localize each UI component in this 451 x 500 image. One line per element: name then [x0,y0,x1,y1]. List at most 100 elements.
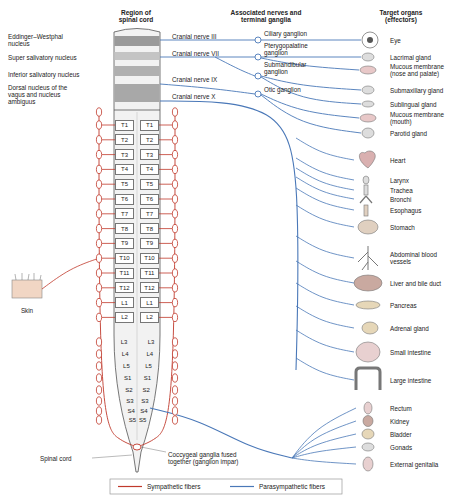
chain-ganglion [96,362,101,370]
organ-label: Liver and bile duct [390,280,451,287]
segment-name: L2 [121,314,128,320]
chain-ganglion [172,108,177,116]
segment-box: T4 [140,164,159,175]
sympathetic-fiber [159,258,172,259]
organ-label: Mucous membrane (nose and palate) [390,63,451,77]
kidney-icon [363,416,373,427]
rectum-icon [364,402,372,414]
bladder-icon [362,429,374,439]
leader-line [92,455,132,458]
stomach-icon [358,220,378,234]
segment-name: L2 [146,314,153,320]
organ-label: Trachea [390,187,451,194]
chain-ganglion [96,407,101,415]
segment-box: T10 [115,253,134,264]
sympathetic-fiber [159,287,172,288]
chain-ganglion [172,407,177,415]
parasympathetic-fiber [296,261,354,283]
segment-box: T7 [140,208,159,219]
chain-ganglion [96,416,101,424]
segment-name: T9 [146,240,153,246]
segment-name: T11 [145,270,155,276]
segment-label: S5 [124,417,140,424]
segment-label: L4 [142,351,158,358]
segment-label: L5 [118,363,134,370]
segment-box: L2 [115,312,134,323]
gland-icon [362,53,374,61]
sympathetic-fiber [102,169,115,170]
organ-label: Pancreas [390,302,451,309]
bronchi-icon [360,196,372,203]
segment-box: T9 [140,238,159,249]
chain-ganglion [172,239,177,247]
organ-label: Esophagus [390,207,451,214]
chain-ganglion [172,374,177,382]
segment-label: S2 [138,387,154,394]
segment-label: S4 [123,408,139,415]
chain-ganglion [172,386,177,394]
gland-icon [362,101,374,107]
column-heading: Target organs (effectors) [365,9,437,24]
segment-name: T5 [146,181,153,187]
segment-label: S4 [136,408,152,415]
chain-ganglion [172,397,177,405]
parasympathetic-fiber [296,188,354,210]
nerve-label: Ciliary ganglion [264,30,324,37]
segment-box: T4 [115,164,134,175]
organ-label: Adrenal gland [390,325,451,332]
segment-label: S3 [122,398,138,405]
terminal-ganglion [255,91,261,97]
segment-name: T8 [121,226,128,232]
chain-ganglion [172,224,177,232]
chain-ganglion [172,180,177,188]
membrane-icon [360,114,376,122]
sympathetic-fiber [159,243,172,244]
brainstem-band [114,52,159,60]
sympathetic-chain [99,108,137,447]
parasympathetic-fiber [261,57,361,58]
sympathetic-fiber [159,169,172,170]
parasympathetic-fiber [261,77,361,104]
organ-label: Eye [390,37,451,44]
parasympathetic-fiber [296,306,354,328]
segment-box: T3 [140,149,159,160]
chain-ganglion [96,254,101,262]
segment-label: L5 [141,363,157,370]
segment-name: L1 [121,300,128,306]
segment-box: T11 [115,268,134,279]
sympathetic-fiber [102,243,115,244]
sympathetic-fiber [159,228,172,229]
parasympathetic-fiber [292,421,356,458]
vagus-trunk [160,101,298,370]
segment-box: T6 [140,194,159,205]
chain-ganglion [172,350,177,358]
segment-name: L1 [146,300,153,306]
sympathetic-fiber [102,139,115,140]
legend-text: Sympathetic fibers [147,483,200,490]
parasympathetic-fiber [261,40,361,41]
segment-name: T3 [146,152,153,158]
chain-ganglion [96,397,101,405]
organ-label: Larynx [390,177,451,184]
segment-label: L3 [116,339,132,346]
larynx-icon [363,176,369,184]
organ-label: Parotid gland [390,130,451,137]
segment-box: L1 [140,297,159,308]
nerve-label: Cranial nerve X [172,93,242,100]
chain-ganglion [172,416,177,424]
organ-label: Abdominal blood vessels [390,251,451,265]
organ-label: Small intestine [390,349,451,356]
sympathetic-fiber [102,213,115,214]
segment-box: T3 [115,149,134,160]
chain-ganglion [96,298,101,306]
chain-ganglion [172,195,177,203]
sympathetic-fiber [102,287,115,288]
part-label: Spinal cord [40,455,92,462]
adrenal-icon [362,322,378,334]
chain-ganglion [172,136,177,144]
pancreas-icon [356,301,380,309]
chain-ganglion [172,150,177,158]
parasympathetic-fiber [296,205,354,227]
parasympathetic-fiber [292,447,356,458]
